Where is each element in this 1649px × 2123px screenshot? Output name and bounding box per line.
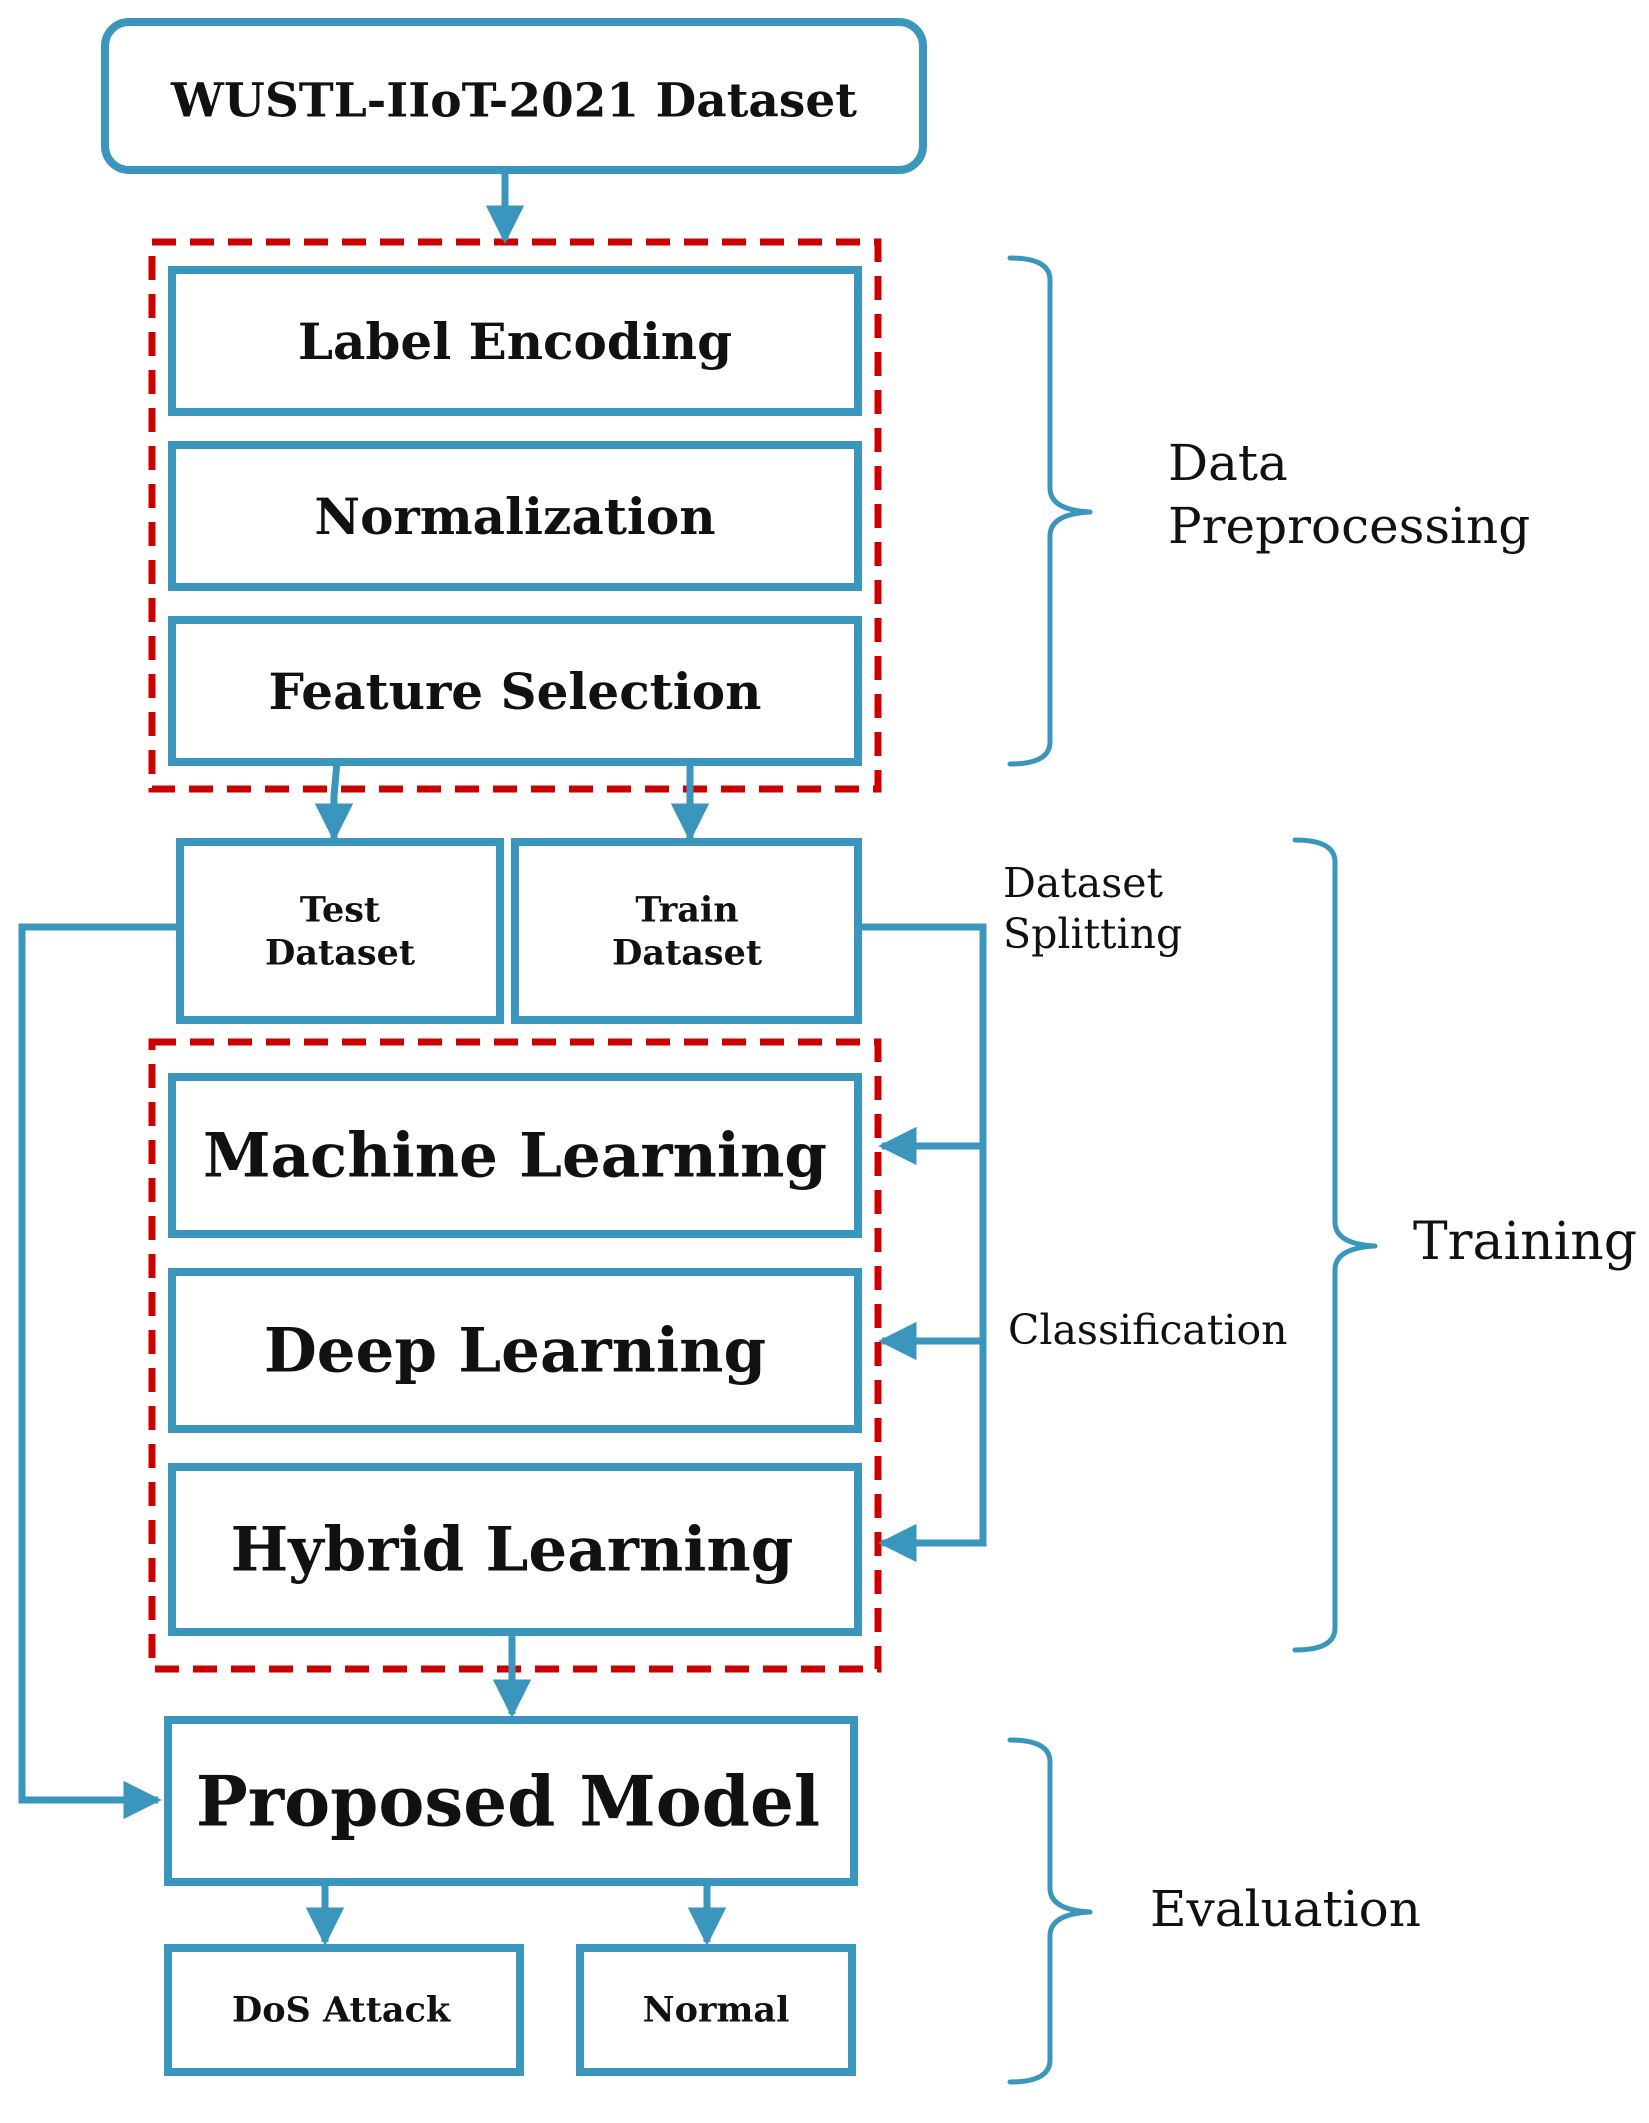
test-dataset-line1: Test [299,889,381,931]
label-encoding-box [168,266,862,416]
dos-attack-box [164,1944,524,2076]
proposed-model-label: Proposed Model [195,1761,821,1843]
test-dataset-label: Test Dataset [265,889,415,974]
data-preprocessing-line1: Data [1168,434,1288,492]
hybrid-learning-label: Hybrid Learning [230,1514,794,1586]
data-preprocessing-line2: Preprocessing [1168,496,1531,555]
training-label: Training [1413,1212,1638,1272]
arrow-test-to-proposed [18,923,180,1820]
brace-preprocessing [1007,255,1093,767]
dataset-splitting-line1: Dataset [1003,859,1164,907]
data-preprocessing-label: Data Preprocessing [1168,432,1530,557]
deep-learning-label: Deep Learning [263,1315,767,1387]
test-dataset-box [176,838,504,1024]
test-dataset-line2: Dataset [264,932,416,973]
proposed-model-box [164,1716,858,1886]
feature-selection-box [168,616,862,766]
machine-learning-label: Machine Learning [203,1120,827,1192]
feature-selection-label: Feature Selection [268,662,762,721]
brace-training [1292,837,1378,1653]
classification-label: Classification [1008,1306,1288,1354]
normalization-label: Normalization [314,487,716,546]
arrow-to-test-dataset [314,761,354,842]
evaluation-label: Evaluation [1150,1880,1421,1938]
normalization-box [168,441,862,591]
dos-attack-label: DoS Attack [231,1989,451,2031]
dataset-splitting-line2: Splitting [1003,910,1183,959]
dataset-splitting-label: Dataset Splitting [1003,858,1182,961]
label-encoding-label: Label Encoding [297,312,733,371]
dataset-title: WUSTL-IIoT-2021 Dataset [171,73,857,129]
machine-learning-box [168,1073,862,1238]
brace-evaluation [1007,1737,1093,2085]
train-dataset-line2: Dataset [611,932,763,973]
train-dataset-box [511,838,862,1024]
train-dataset-line1: Train [635,889,739,931]
train-dataset-label: Train Dataset [612,889,762,974]
hybrid-learning-box [168,1463,862,1636]
normal-label: Normal [642,1989,790,2031]
dataset-box [101,18,927,174]
deep-learning-box [168,1268,862,1433]
normal-box [576,1944,856,2076]
